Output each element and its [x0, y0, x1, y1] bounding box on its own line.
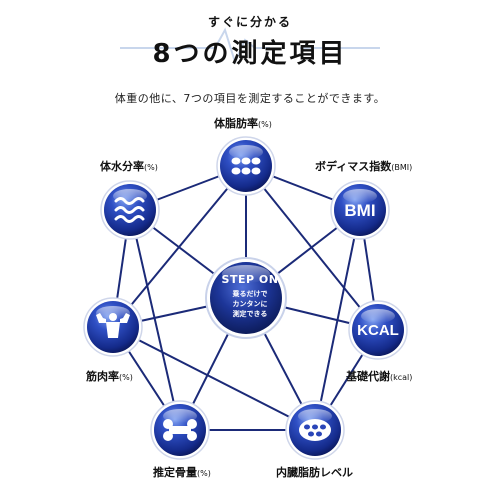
line-cross-2 — [112, 326, 316, 431]
center-title: STEP ON — [221, 273, 279, 286]
center-node — [205, 257, 287, 339]
label-text: 体水分率 — [100, 160, 144, 173]
label-suffix: (BMI) — [391, 163, 413, 172]
kcal-icon-text: KCAL — [357, 322, 399, 339]
node-visceral-fat — [285, 400, 345, 460]
label-water: 体水分率(%) — [100, 160, 158, 174]
line-cross-1 — [129, 209, 181, 431]
label-muscle: 筋肉率(%) — [86, 370, 133, 384]
node-body-fat — [216, 136, 276, 196]
muscle-icon — [96, 313, 130, 338]
node-water — [100, 180, 160, 240]
line-cross-5 — [112, 165, 247, 328]
water-waves-icon — [114, 197, 145, 223]
label-text: 体脂肪率 — [214, 117, 258, 130]
dots-icon — [231, 157, 261, 175]
center-subtitle: 乗るだけで カンタンに 測定できる — [232, 290, 268, 318]
label-suffix: (%) — [197, 469, 211, 478]
label-suffix: (%) — [144, 163, 158, 172]
bmi-icon-text: BMI — [344, 201, 376, 220]
dots-icon — [299, 419, 331, 441]
node-bone-mass — [150, 400, 210, 460]
center-label: STEP ON 乗るだけで カンタンに 測定できる — [200, 273, 300, 319]
label-text: 内臓脂肪レベル — [276, 466, 353, 479]
bone-icon — [163, 419, 197, 441]
label-text: 筋肉率 — [86, 370, 119, 383]
label-kcal: 基礎代謝(kcal) — [346, 370, 412, 384]
node-bmi — [330, 180, 390, 240]
label-text: ボディマス指数 — [315, 160, 392, 173]
label-suffix: (%) — [119, 373, 133, 382]
pulse-line-decoration — [120, 27, 380, 65]
line-cross-4 — [314, 209, 361, 431]
header-subtitle: すぐに分かる — [207, 15, 292, 29]
line-cross-3 — [245, 165, 379, 331]
label-text: 推定骨量 — [153, 466, 197, 479]
label-text: 基礎代謝 — [346, 370, 390, 383]
label-visceral-fat: 内臓脂肪レベル — [276, 466, 353, 480]
node-kcal — [348, 300, 408, 360]
page-title: 8つの測定項目 — [152, 39, 348, 69]
node-muscle — [83, 297, 143, 357]
label-suffix: (%) — [258, 120, 272, 129]
label-bone-mass: 推定骨量(%) — [153, 466, 211, 480]
label-body-fat: 体脂肪率(%) — [214, 117, 272, 131]
label-bmi: ボディマス指数(BMI) — [315, 160, 412, 174]
intro-text: 体重の他に、7つの項目を測定することができます。 — [114, 92, 386, 105]
label-suffix: (kcal) — [390, 373, 413, 382]
